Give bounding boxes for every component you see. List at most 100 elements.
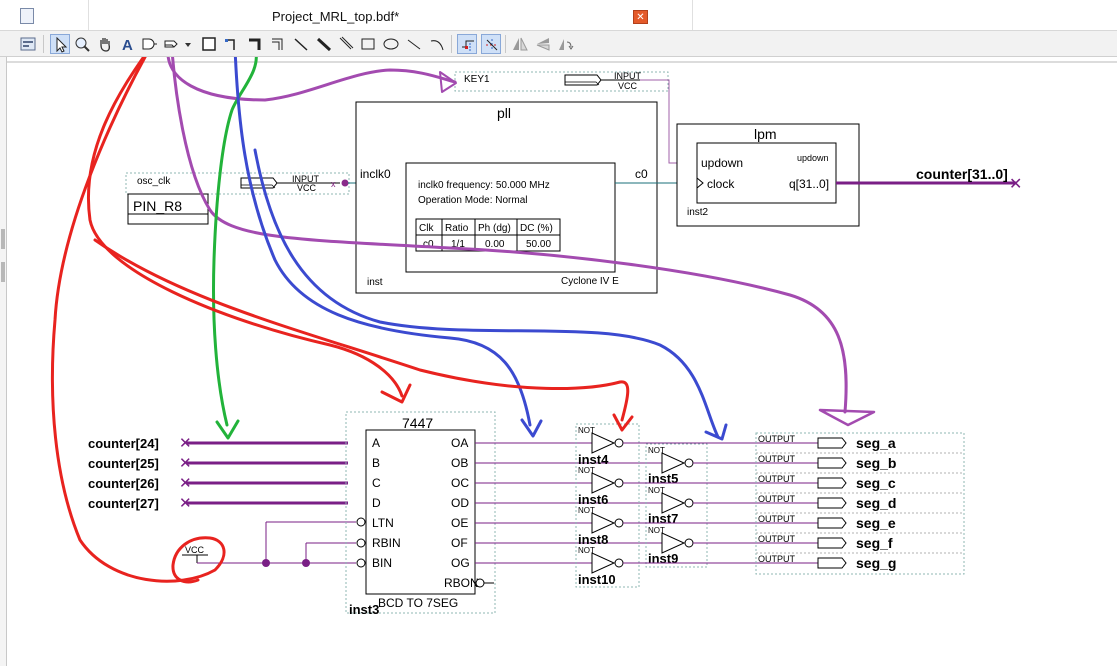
rubberbanding-icon [462, 40, 474, 51]
decoder-output-wires [475, 442, 662, 564]
svg-text:NOT: NOT [648, 486, 665, 495]
output-pin-name: seg_b [856, 455, 896, 471]
orthogonal-node-icon [225, 39, 235, 50]
osc-clk-pin-default: VCC [297, 183, 317, 193]
svg-text:OUTPUT: OUTPUT [758, 534, 796, 544]
pin-tool-button[interactable] [162, 34, 182, 54]
orthogonal-conduit-icon [272, 38, 283, 50]
vcc-symbol[interactable]: VCC [182, 545, 208, 563]
rotate-button[interactable] [556, 34, 576, 54]
hand-drawn-annotations [50, 46, 876, 584]
lpm-counter-block[interactable]: lpm updown clock q[31..0] updown inst2 [676, 123, 860, 227]
left-edge-scrollbar[interactable] [0, 57, 7, 666]
rubberbanding-tool-button[interactable] [457, 34, 477, 54]
line-icon [407, 39, 421, 50]
svg-text:OUTPUT: OUTPUT [758, 494, 796, 504]
pll-table-header: Clk [419, 223, 434, 234]
svg-text:✕: ✕ [179, 455, 192, 472]
tab-separator [692, 0, 693, 30]
pll-block[interactable]: pll inclk0 c0 inclk0 frequency: 50.000 M… [355, 101, 658, 294]
window-menu-button[interactable] [18, 34, 38, 54]
decoder-instance: inst3 [349, 602, 379, 617]
red-arrowhead [380, 383, 412, 404]
svg-text:NOT: NOT [648, 446, 665, 455]
output-pin-name: seg_g [856, 555, 896, 571]
red-loop-to-vcc [50, 46, 226, 584]
connection-dot [341, 179, 349, 187]
node-tool-button[interactable] [291, 34, 311, 54]
svg-text:NOT: NOT [578, 546, 595, 555]
text-icon: A [122, 37, 133, 52]
block-editor-toolbar: A [0, 31, 1117, 57]
arc-icon [430, 40, 444, 51]
key1-pin-type: INPUT [614, 71, 642, 81]
svg-text:A: A [372, 436, 380, 450]
clock-input-marker [696, 177, 704, 189]
osc-clk-pin-type: INPUT [292, 174, 320, 184]
decoder-output-ports: OA OB OC OD OE OF OG RBON [444, 436, 479, 590]
scroll-marker [1, 229, 5, 249]
svg-text:✕: ✕ [179, 435, 192, 452]
arc-tool-button[interactable] [427, 34, 447, 54]
flip-vertical-button[interactable] [533, 34, 553, 54]
conduit-tool-button[interactable] [336, 34, 356, 54]
key1-input-pin[interactable]: KEY1 INPUT VCC [454, 71, 669, 92]
toolbar-separator [505, 35, 506, 53]
osc-clk-pin-location: PIN_R8 [133, 198, 182, 214]
document-title: Project_MRL_top.bdf* [272, 9, 400, 24]
not-gate-instance: inst9 [648, 551, 678, 566]
decoder-caption: BCD TO 7SEG [378, 596, 458, 610]
lpm-instance-name: inst2 [687, 207, 709, 218]
flip-horizontal-button[interactable] [510, 34, 530, 54]
not-gates-column-1[interactable]: NOT NOT NOT NOT inst4 inst6 inst8 inst10 [575, 423, 640, 588]
block-icon [202, 37, 216, 51]
red-arrow-to-decoder [87, 46, 404, 398]
bcd-7seg-decoder[interactable]: 7447 A B C D LTN RBIN BIN OA OB OC OD OE… [345, 411, 496, 617]
counter-25-label: counter[25] [88, 456, 159, 471]
block-tool-button[interactable] [199, 34, 219, 54]
pin-x-marker: x [331, 179, 336, 189]
junction-dot [262, 559, 270, 567]
symbol-tool-button[interactable] [139, 34, 159, 54]
pin-icon [164, 40, 178, 48]
bdf-file-icon [20, 8, 34, 24]
pll-table-cell: 1/1 [451, 239, 465, 250]
key1-pin-name: KEY1 [464, 74, 490, 85]
orthogonal-conduit-tool-button[interactable] [268, 34, 288, 54]
output-pins[interactable]: OUTPUT OUTPUT OUTPUT OUTPUT OUTPUT OUTPU… [755, 432, 965, 575]
orthogonal-node-tool-button[interactable] [222, 34, 242, 54]
rectangle-tool-button[interactable] [358, 34, 378, 54]
pin-dropdown-icon[interactable] [185, 43, 191, 47]
oval-tool-button[interactable] [381, 34, 401, 54]
text-tool-button[interactable]: A [117, 34, 137, 54]
not-gates-column-2[interactable]: NOT NOT NOT inst5 inst7 inst9 [645, 443, 708, 568]
pll-table-header: DC (%) [520, 223, 553, 234]
close-icon[interactable]: ✕ [633, 10, 648, 24]
svg-text:NOT: NOT [578, 426, 595, 435]
pll-table-cell: 50.00 [526, 239, 551, 250]
line-tool-button[interactable] [404, 34, 424, 54]
hand-tool-button[interactable] [95, 34, 115, 54]
pll-port-inclk0: inclk0 [360, 167, 391, 181]
osc-clk-input-pin[interactable]: osc_clk PIN_R8 INPUT VCC x [125, 172, 350, 225]
diagonal-conduit-icon [339, 36, 354, 50]
osc-clk-pin-name: osc_clk [137, 176, 171, 187]
vcc-label: VCC [185, 545, 205, 555]
selection-tool-button[interactable] [50, 34, 70, 54]
orthogonal-bus-tool-button[interactable] [245, 34, 265, 54]
blue-arrow-to-decoder-outputs [233, 46, 532, 427]
lpm-title: lpm [754, 126, 777, 142]
lpm-updown-label: updown [797, 153, 829, 163]
diagonal-node-icon [294, 38, 308, 51]
tab-separator [88, 0, 89, 30]
partial-line-selection-tool-button[interactable] [481, 34, 501, 54]
lpm-port-clock: clock [707, 177, 735, 191]
bus-tool-button[interactable] [314, 34, 334, 54]
decoder-inversion-bubbles [356, 517, 485, 588]
green-arrow-to-decoder-inputs [212, 46, 258, 427]
schematic-canvas[interactable]: KEY1 INPUT VCC osc_clk PIN_R8 INPUT VCC … [7, 46, 1117, 666]
red-arrow-to-not-gate [93, 238, 630, 422]
zoom-tool-button[interactable] [72, 34, 92, 54]
svg-text:RBIN: RBIN [372, 536, 401, 550]
not-gate-instance: inst8 [578, 532, 608, 547]
